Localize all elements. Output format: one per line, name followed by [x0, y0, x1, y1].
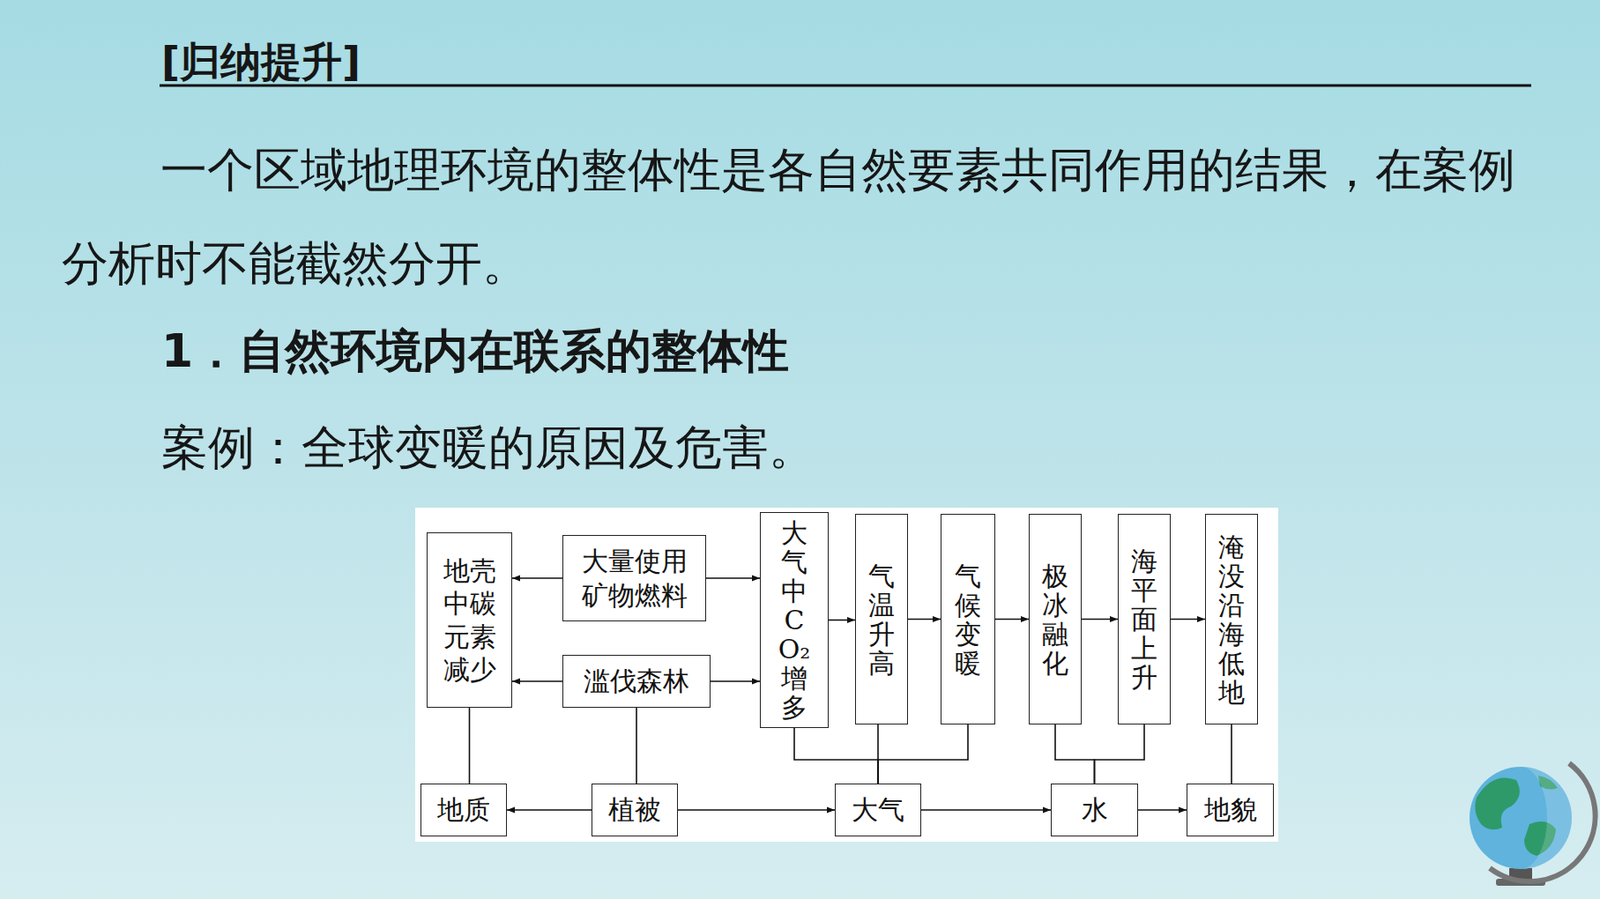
process-box: 气温升高 [855, 513, 908, 725]
process-box: 极冰融化 [1028, 513, 1082, 725]
process-box: 淹没沿海低地 [1205, 513, 1258, 725]
box-label: 大气中CO₂增多 [774, 518, 814, 722]
box-label: 海平面上升 [1124, 546, 1164, 693]
box-label: 地质 [437, 794, 491, 827]
globe-icon [1469, 763, 1596, 886]
link-line [1230, 724, 1233, 784]
process-box: 大气中CO₂增多 [759, 512, 829, 729]
box-label: 气候变暖 [948, 561, 988, 678]
flow-arrow [1138, 809, 1187, 812]
flow-arrow [995, 618, 1029, 621]
flow-arrow [1081, 618, 1118, 621]
process-box: 海平面上升 [1117, 513, 1171, 725]
flow-arrow [710, 680, 760, 683]
process-box: 大量使用矿物燃料 [562, 535, 707, 622]
link-line [1055, 724, 1095, 784]
flow-arrow [512, 577, 563, 580]
flow-arrow [828, 619, 856, 622]
flow-arrow [506, 809, 592, 812]
link-line [1094, 724, 1146, 784]
link-line [794, 728, 879, 784]
paragraph: 一个区域地理环境的整体性是各自然要素共同作用的结果，在案例分析时不能截然分开。 [61, 123, 1561, 311]
flow-arrow [907, 618, 941, 621]
process-box: 地质 [420, 783, 507, 837]
box-label: 植被 [608, 794, 662, 827]
process-box: 气候变暖 [940, 513, 996, 725]
process-box: 地壳中碳元素减少 [426, 532, 513, 708]
slide-title: [归纳提升] [161, 35, 361, 90]
section-heading: 1．自然环境内在联系的整体性 [161, 320, 789, 383]
box-label: 滥伐森林 [583, 665, 690, 698]
case-line: 案例：全球变暖的原因及危害。 [161, 416, 816, 481]
box-label: 大量使用矿物燃料 [580, 543, 689, 613]
box-label: 大气 [851, 794, 905, 827]
flow-arrow [512, 680, 563, 683]
box-label: 水 [1081, 794, 1109, 827]
process-box: 植被 [591, 783, 678, 837]
link-line [468, 707, 471, 784]
box-label: 极冰融化 [1035, 561, 1075, 678]
process-box: 大气 [834, 783, 922, 837]
flow-arrow [1170, 618, 1206, 621]
link-line [878, 724, 968, 784]
link-line [635, 707, 638, 784]
flow-arrow [706, 577, 760, 580]
box-label: 地壳中碳元素减少 [442, 554, 498, 687]
box-label: 淹没沿海低地 [1212, 532, 1251, 707]
box-label: 地貌 [1204, 794, 1258, 827]
process-box: 水 [1050, 783, 1139, 837]
process-box: 地貌 [1186, 783, 1274, 837]
box-label: 气温升高 [862, 561, 901, 678]
title-underline [159, 84, 1532, 88]
process-box: 滥伐森林 [562, 654, 711, 708]
flow-arrow [677, 809, 835, 812]
flow-arrow [921, 809, 1051, 812]
